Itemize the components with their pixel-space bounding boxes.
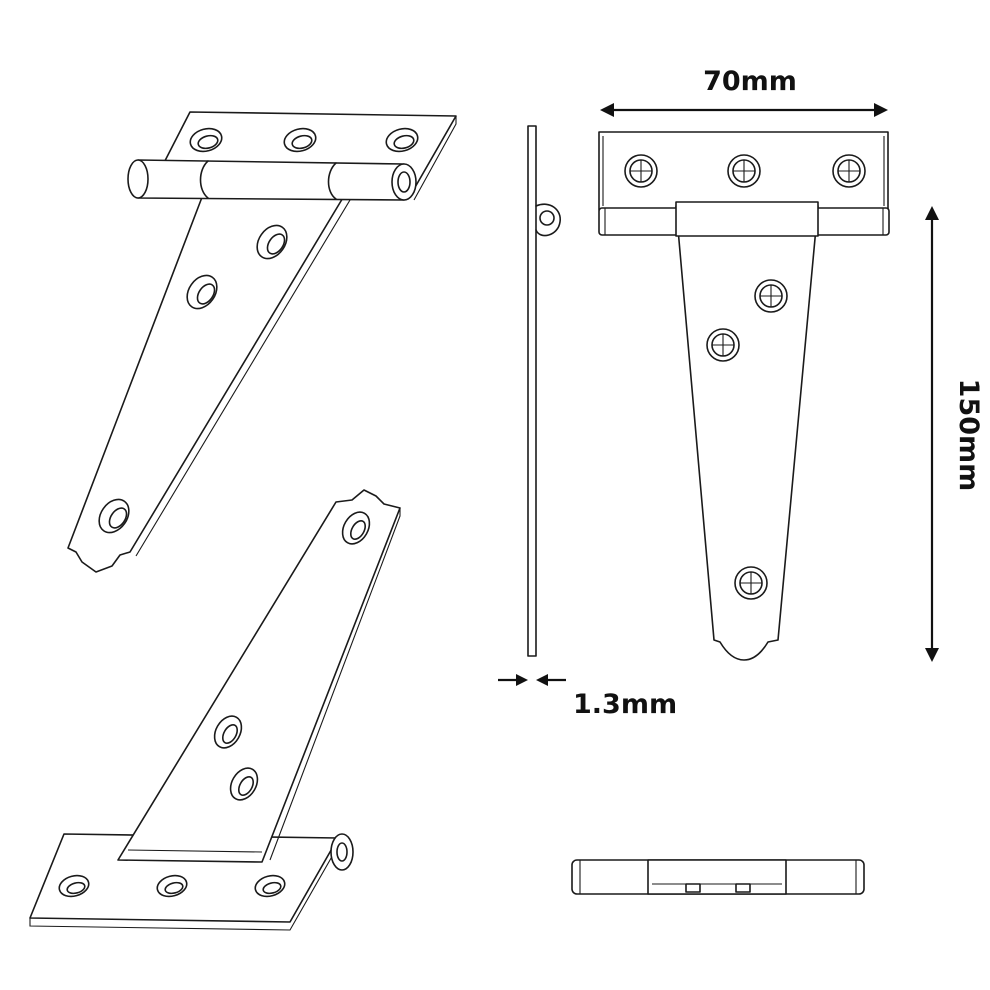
front-view: 70mm bbox=[598, 66, 984, 662]
upper-strap-holes bbox=[98, 224, 288, 534]
front-leaf-screws bbox=[624, 154, 866, 188]
upper-knuckle bbox=[127, 159, 417, 201]
height-label: 150mm bbox=[953, 379, 984, 492]
perspective-view-lower bbox=[29, 489, 401, 931]
lower-leaf-holes bbox=[58, 874, 286, 898]
front-strap bbox=[675, 205, 819, 661]
perspective-view-upper bbox=[67, 111, 457, 573]
thickness-label: 1.3mm bbox=[573, 689, 677, 720]
front-knuckle bbox=[598, 201, 890, 237]
side-profile-plate bbox=[527, 125, 537, 657]
side-profile-view: 1.3mm bbox=[498, 125, 677, 720]
upper-strap bbox=[67, 191, 345, 573]
upper-leaf-holes bbox=[189, 127, 419, 153]
thickness-dimension bbox=[498, 674, 566, 686]
width-dimension bbox=[600, 103, 888, 117]
lower-strap-holes bbox=[213, 511, 371, 801]
top-view bbox=[571, 859, 865, 895]
width-label: 70mm bbox=[703, 66, 797, 97]
front-strap-screws bbox=[706, 279, 788, 600]
height-dimension bbox=[925, 206, 939, 662]
lower-strap bbox=[117, 489, 401, 863]
